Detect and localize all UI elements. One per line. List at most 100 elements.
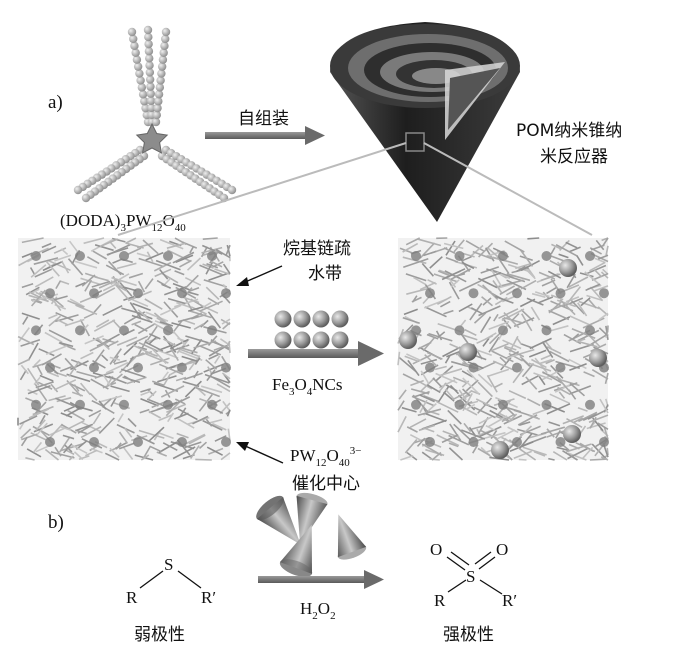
lattice-rod bbox=[449, 384, 460, 395]
lattice-rod bbox=[569, 362, 587, 372]
oxidation-arrow bbox=[258, 570, 384, 589]
lattice-rod bbox=[73, 384, 80, 392]
lattice-rod bbox=[461, 370, 474, 378]
lattice-rod bbox=[127, 247, 142, 256]
lattice-rod bbox=[486, 375, 498, 393]
lattice-rod bbox=[475, 398, 490, 407]
lattice-rod bbox=[442, 346, 461, 358]
lattice-rod bbox=[183, 296, 200, 304]
lattice-rod bbox=[59, 341, 74, 348]
lattice-rod bbox=[580, 297, 591, 307]
lattice-rod bbox=[480, 272, 502, 281]
lattice-rod bbox=[591, 272, 609, 281]
lattice-rod bbox=[115, 442, 122, 450]
lattice-rod bbox=[481, 296, 494, 307]
lattice-rod bbox=[525, 268, 536, 280]
lattice-rod bbox=[188, 291, 199, 296]
lattice-rod bbox=[527, 398, 541, 407]
lattice-rod bbox=[411, 296, 422, 303]
pom-cluster-node bbox=[454, 251, 465, 261]
lattice-rod bbox=[546, 428, 555, 438]
lattice-rod bbox=[202, 237, 218, 240]
lattice-rod bbox=[110, 385, 130, 393]
lattice-rod bbox=[540, 426, 566, 435]
lattice-rod bbox=[492, 280, 503, 294]
lattice-rod bbox=[549, 393, 570, 405]
lattice-rod bbox=[92, 250, 107, 260]
lattice-rod bbox=[462, 377, 480, 395]
lattice-rod bbox=[199, 345, 222, 356]
lattice-rod bbox=[89, 392, 98, 401]
lattice-rod bbox=[425, 413, 447, 423]
lattice-rod bbox=[447, 409, 462, 425]
lattice-rod bbox=[501, 414, 514, 423]
lattice-rod bbox=[545, 359, 555, 365]
lattice-rod bbox=[27, 367, 40, 386]
lattice-rod bbox=[20, 364, 29, 375]
lattice-rod bbox=[84, 449, 98, 457]
dodapw-molecule-icon bbox=[73, 25, 237, 203]
lattice-rod bbox=[579, 341, 598, 348]
lattice-rod bbox=[538, 375, 546, 386]
lattice-rod bbox=[571, 328, 596, 339]
lattice-rod bbox=[84, 279, 93, 292]
lattice-rod bbox=[27, 342, 39, 361]
lattice-rod bbox=[109, 356, 121, 361]
lattice-rod bbox=[181, 355, 198, 363]
lattice-rod bbox=[167, 297, 186, 305]
lattice-rod bbox=[531, 358, 547, 369]
lattice-rod bbox=[461, 255, 472, 262]
pom-cluster-node bbox=[89, 362, 99, 373]
embedded-nanocrystal bbox=[589, 349, 607, 367]
pom-cluster-node bbox=[163, 251, 173, 261]
lattice-rod bbox=[56, 396, 72, 403]
molecule-bead bbox=[151, 117, 161, 127]
lattice-rod bbox=[55, 318, 69, 326]
lattice-rod bbox=[600, 456, 609, 461]
lattice-rod bbox=[186, 257, 202, 271]
product-oxygen-right: O bbox=[496, 540, 508, 559]
lattice-rod bbox=[441, 268, 466, 281]
lattice-rod bbox=[480, 266, 500, 274]
pom-cluster-node bbox=[45, 362, 55, 373]
lattice-rod bbox=[104, 452, 120, 461]
pom-cluster-node bbox=[221, 362, 231, 373]
lattice-rod bbox=[448, 281, 460, 300]
lattice-rod bbox=[76, 370, 97, 378]
molecule-bead bbox=[155, 83, 165, 92]
lattice-rod bbox=[116, 262, 137, 270]
lattice-rod bbox=[598, 327, 609, 337]
pom-cluster-node bbox=[512, 437, 522, 447]
lattice-rod bbox=[111, 237, 126, 243]
lattice-rod bbox=[126, 376, 147, 385]
fe3o4-nanocrystal-spheres-icon bbox=[274, 310, 349, 349]
lattice-rod bbox=[38, 348, 55, 357]
lattice-rod bbox=[156, 349, 179, 359]
lattice-rod bbox=[569, 385, 592, 395]
lattice-rod bbox=[21, 237, 44, 244]
lattice-rod bbox=[169, 347, 179, 362]
lattice-rod bbox=[50, 383, 59, 393]
lattice-rod bbox=[549, 350, 570, 363]
lattice-rod bbox=[108, 260, 122, 276]
lattice-rod bbox=[73, 260, 98, 269]
lattice-rod bbox=[29, 267, 35, 275]
lattice-rod bbox=[140, 454, 150, 461]
lattice-rod bbox=[92, 412, 102, 425]
lattice-rod bbox=[69, 298, 85, 308]
molecule-bead bbox=[132, 55, 142, 64]
lattice-rod bbox=[220, 452, 231, 461]
lattice-rod bbox=[127, 417, 137, 428]
lattice-rod bbox=[566, 286, 582, 304]
lattice-rod bbox=[88, 409, 102, 418]
lattice-rod bbox=[534, 291, 550, 298]
lattice-rod bbox=[214, 355, 221, 364]
lattice-rod bbox=[199, 300, 223, 312]
nanocone-label-line1: POM纳米锥纳 bbox=[516, 121, 622, 141]
lattice-rod bbox=[495, 295, 514, 304]
lattice-rod bbox=[19, 415, 38, 425]
lattice-rod bbox=[36, 422, 48, 436]
lattice-rod bbox=[479, 425, 502, 438]
lattice-rod bbox=[397, 400, 405, 411]
